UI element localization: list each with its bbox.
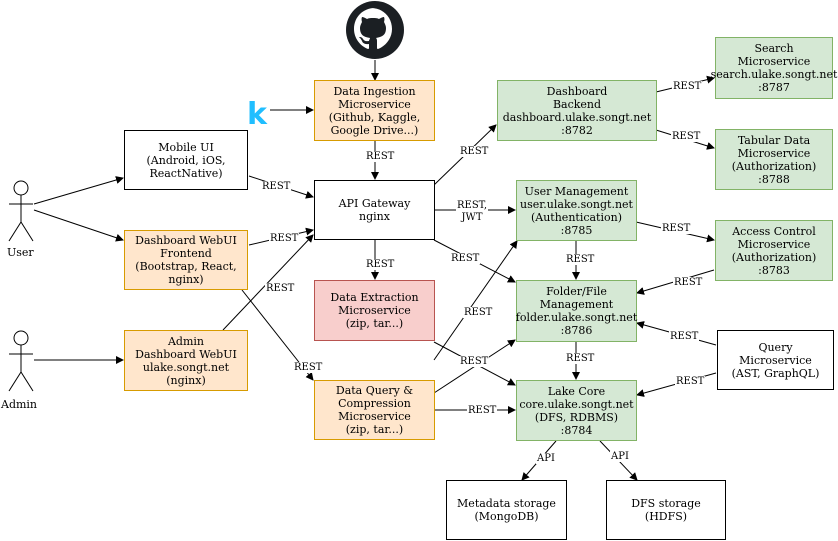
data-query-node[interactable]: Data Query & Compression Microservice (z… — [314, 380, 435, 440]
label-ingestion-gateway: REST — [365, 151, 396, 162]
folder-file-node[interactable]: Folder/File Management folder.ulake.song… — [516, 280, 637, 342]
access-control-node[interactable]: Access Control Microservice (Authorizati… — [715, 220, 833, 281]
svg-text:k: k — [247, 97, 268, 132]
label-queryms-core: REST — [675, 376, 706, 387]
metadata-storage-node[interactable]: Metadata storage (MongoDB) — [446, 480, 567, 540]
label-user-folder: REST — [565, 254, 596, 265]
label-admin-gateway: REST — [265, 283, 296, 294]
query-microservice-node[interactable]: Query Microservice (AST, GraphQL) — [717, 330, 834, 390]
data-extraction-node[interactable]: Data Extraction Microservice (zip, tar..… — [314, 280, 435, 341]
label-dashboard-query: REST — [293, 362, 324, 373]
admin-actor-icon — [8, 330, 34, 392]
label-folder-core: REST — [565, 353, 596, 364]
label-mobile-gateway: REST — [261, 181, 292, 192]
data-ingestion-node[interactable]: Data Ingestion Microservice (Github, Kag… — [314, 80, 435, 141]
dashboard-webui-node[interactable]: Dashboard WebUI Frontend (Bootstrap, Rea… — [124, 230, 248, 290]
label-backend-search: REST — [672, 81, 703, 92]
admin-actor-label: Admin — [1, 398, 38, 411]
edge-user-mobile — [33, 176, 124, 205]
search-node[interactable]: Search Microservice search.ulake.songt.n… — [711, 37, 837, 99]
user-management-node[interactable]: User Management user.ulake.songt.net (Au… — [516, 180, 637, 241]
label-dashboard-gateway: REST — [269, 233, 300, 244]
label-queryms-folder: REST — [669, 331, 700, 342]
label-gateway-backend: REST — [459, 146, 490, 157]
dfs-storage-node[interactable]: DFS storage (HDFS) — [606, 480, 726, 540]
label-gateway-user: REST, JWT — [456, 200, 489, 224]
admin-dashboard-node[interactable]: Admin Dashboard WebUI ulake.songt.net (n… — [124, 330, 248, 391]
label-extraction-core: REST — [459, 356, 490, 367]
label-access-folder: REST — [673, 277, 704, 288]
label-query-core: REST — [467, 405, 498, 416]
dashboard-backend-node[interactable]: Dashboard Backend dashboard.ulake.songt.… — [497, 80, 657, 141]
mobile-ui-node[interactable]: Mobile UI (Android, iOS, ReactNative) — [124, 130, 248, 190]
tabular-data-node[interactable]: Tabular Data Microservice (Authorization… — [715, 129, 833, 190]
label-user-access: REST — [661, 223, 692, 234]
label-gateway-folder: REST — [450, 253, 481, 264]
api-gateway-node[interactable]: API Gateway nginx — [314, 180, 435, 240]
edge-user-dashboard — [33, 209, 124, 242]
label-backend-tabular: REST — [671, 131, 702, 142]
github-icon — [346, 1, 404, 59]
lake-core-node[interactable]: Lake Core core.ulake.songt.net (DFS, RDB… — [516, 380, 637, 441]
kaggle-icon: k — [247, 97, 268, 132]
user-actor-icon — [8, 180, 34, 242]
edge-admin-gateway — [222, 234, 314, 331]
label-core-metadata: API — [536, 453, 556, 464]
edge-query-user — [433, 240, 518, 361]
user-actor-label: User — [7, 246, 34, 259]
label-gateway-extraction: REST — [365, 259, 396, 270]
label-query-user: REST — [463, 307, 494, 318]
label-core-dfs: API — [610, 451, 630, 462]
